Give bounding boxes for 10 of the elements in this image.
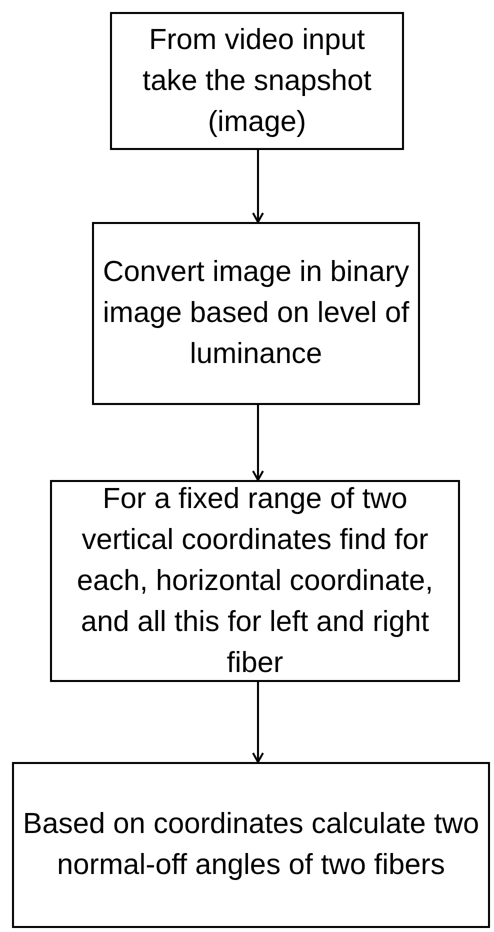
step-text: From video input take the snapshot (image) (142, 22, 372, 140)
process-box (92, 222, 420, 405)
process-box (110, 12, 404, 150)
arrow (252, 682, 264, 763)
arrow (252, 405, 264, 481)
arrow (252, 150, 264, 223)
step-text: For a fixed range of two vertical coordinates find for each, horizontal coordinate, and all this for left and right fiber (76, 482, 434, 680)
step-text: Convert image in binary image based on level of luminance (102, 255, 410, 372)
step-text: Based on coordinates calculate two normal-off angles of two fibers (22, 807, 480, 883)
process-box (12, 762, 490, 928)
